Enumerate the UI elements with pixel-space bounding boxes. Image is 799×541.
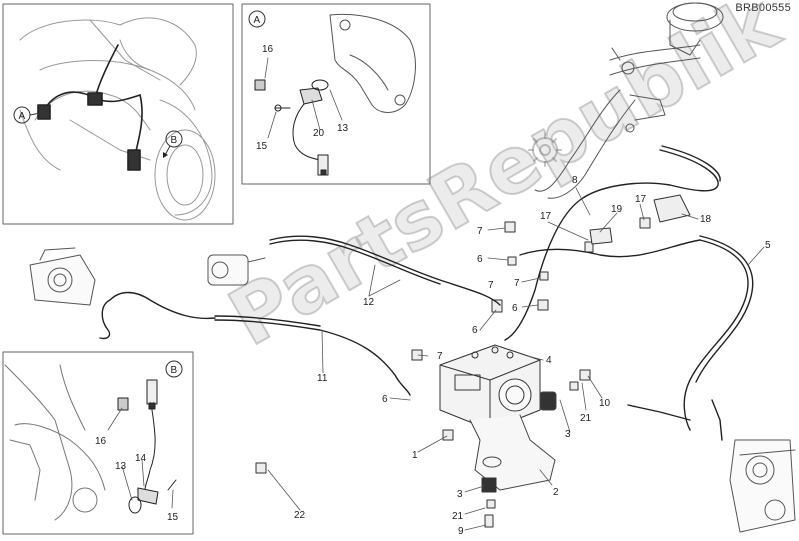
callout-15-b: 15 bbox=[167, 512, 179, 523]
callout-6-c: 6 bbox=[472, 325, 478, 336]
small-fasteners bbox=[255, 194, 691, 528]
callout-8: 8 bbox=[572, 175, 578, 186]
callout-16-b: 16 bbox=[95, 436, 107, 447]
callout-21-b: 21 bbox=[452, 511, 464, 522]
brake-lines bbox=[99, 145, 754, 441]
rear-master-cylinder bbox=[207, 254, 266, 286]
callout-13-a: 13 bbox=[337, 123, 349, 134]
callout-3-a: 3 bbox=[565, 429, 571, 440]
front-wheel-sensor-a bbox=[254, 79, 329, 176]
callout-20: 20 bbox=[313, 128, 325, 139]
callout-6-b: 6 bbox=[512, 303, 518, 314]
motorcycle-inset-frame bbox=[2, 3, 234, 225]
callout-9: 9 bbox=[458, 526, 464, 537]
motorcycle-abs-wiring bbox=[37, 44, 143, 171]
callout-1: 1 bbox=[412, 450, 418, 461]
gear-icon bbox=[528, 133, 562, 167]
callout-13-b: 13 bbox=[115, 461, 127, 472]
callout-10: 10 bbox=[599, 398, 611, 409]
callout-6-d: 6 bbox=[382, 394, 388, 405]
rear-fork-sketch bbox=[4, 364, 106, 521]
callout-17-a: 17 bbox=[540, 211, 552, 222]
callout-14: 14 bbox=[135, 453, 147, 464]
front-sensor-bracket bbox=[329, 13, 416, 113]
callout-17-b: 17 bbox=[635, 194, 647, 205]
callout-18: 18 bbox=[700, 214, 712, 225]
callout-15-a: 15 bbox=[256, 141, 268, 152]
callout-7-a: 7 bbox=[477, 226, 483, 237]
callout-19: 19 bbox=[611, 204, 623, 215]
motorcycle-sketch bbox=[19, 17, 216, 221]
inset-a-letter-circle bbox=[248, 10, 266, 28]
inset-b-frame bbox=[2, 351, 194, 535]
callout-21-a: 21 bbox=[580, 413, 592, 424]
leader-lines bbox=[107, 57, 765, 531]
marker-b-letter: B bbox=[171, 135, 178, 146]
callout-16-a: 16 bbox=[262, 44, 274, 55]
inset-b-letter-circle bbox=[165, 360, 183, 378]
front-master-cylinder bbox=[534, 2, 724, 199]
callout-12: 12 bbox=[363, 297, 375, 308]
callout-7-b: 7 bbox=[488, 280, 494, 291]
callout-numbers: A B A B 1 2 3 3 4 5 6 6 6 6 7 7 7 7 8 9 … bbox=[19, 15, 772, 537]
callout-3-b: 3 bbox=[457, 489, 463, 500]
abs-bracket bbox=[469, 391, 557, 491]
callout-6-a: 6 bbox=[477, 254, 483, 265]
callout-4: 4 bbox=[546, 355, 552, 366]
callout-11: 11 bbox=[317, 373, 328, 384]
marker-a-letter: A bbox=[19, 111, 26, 122]
callout-5: 5 bbox=[765, 240, 771, 251]
callout-7-c: 7 bbox=[514, 278, 520, 289]
front-brake-caliper bbox=[729, 439, 796, 533]
inset-a-letter: A bbox=[254, 15, 261, 26]
marker-b-circle bbox=[165, 130, 183, 148]
inset-a-frame bbox=[241, 3, 431, 185]
abs-hydraulic-unit bbox=[439, 344, 541, 431]
rear-brake-caliper bbox=[29, 247, 96, 306]
diagram-code: BRB00555 bbox=[735, 2, 791, 14]
rear-wheel-sensor-b bbox=[117, 379, 177, 514]
callout-7-d: 7 bbox=[437, 351, 443, 362]
callout-22: 22 bbox=[294, 510, 306, 521]
callout-2: 2 bbox=[553, 487, 559, 498]
inset-b-letter: B bbox=[171, 365, 178, 376]
